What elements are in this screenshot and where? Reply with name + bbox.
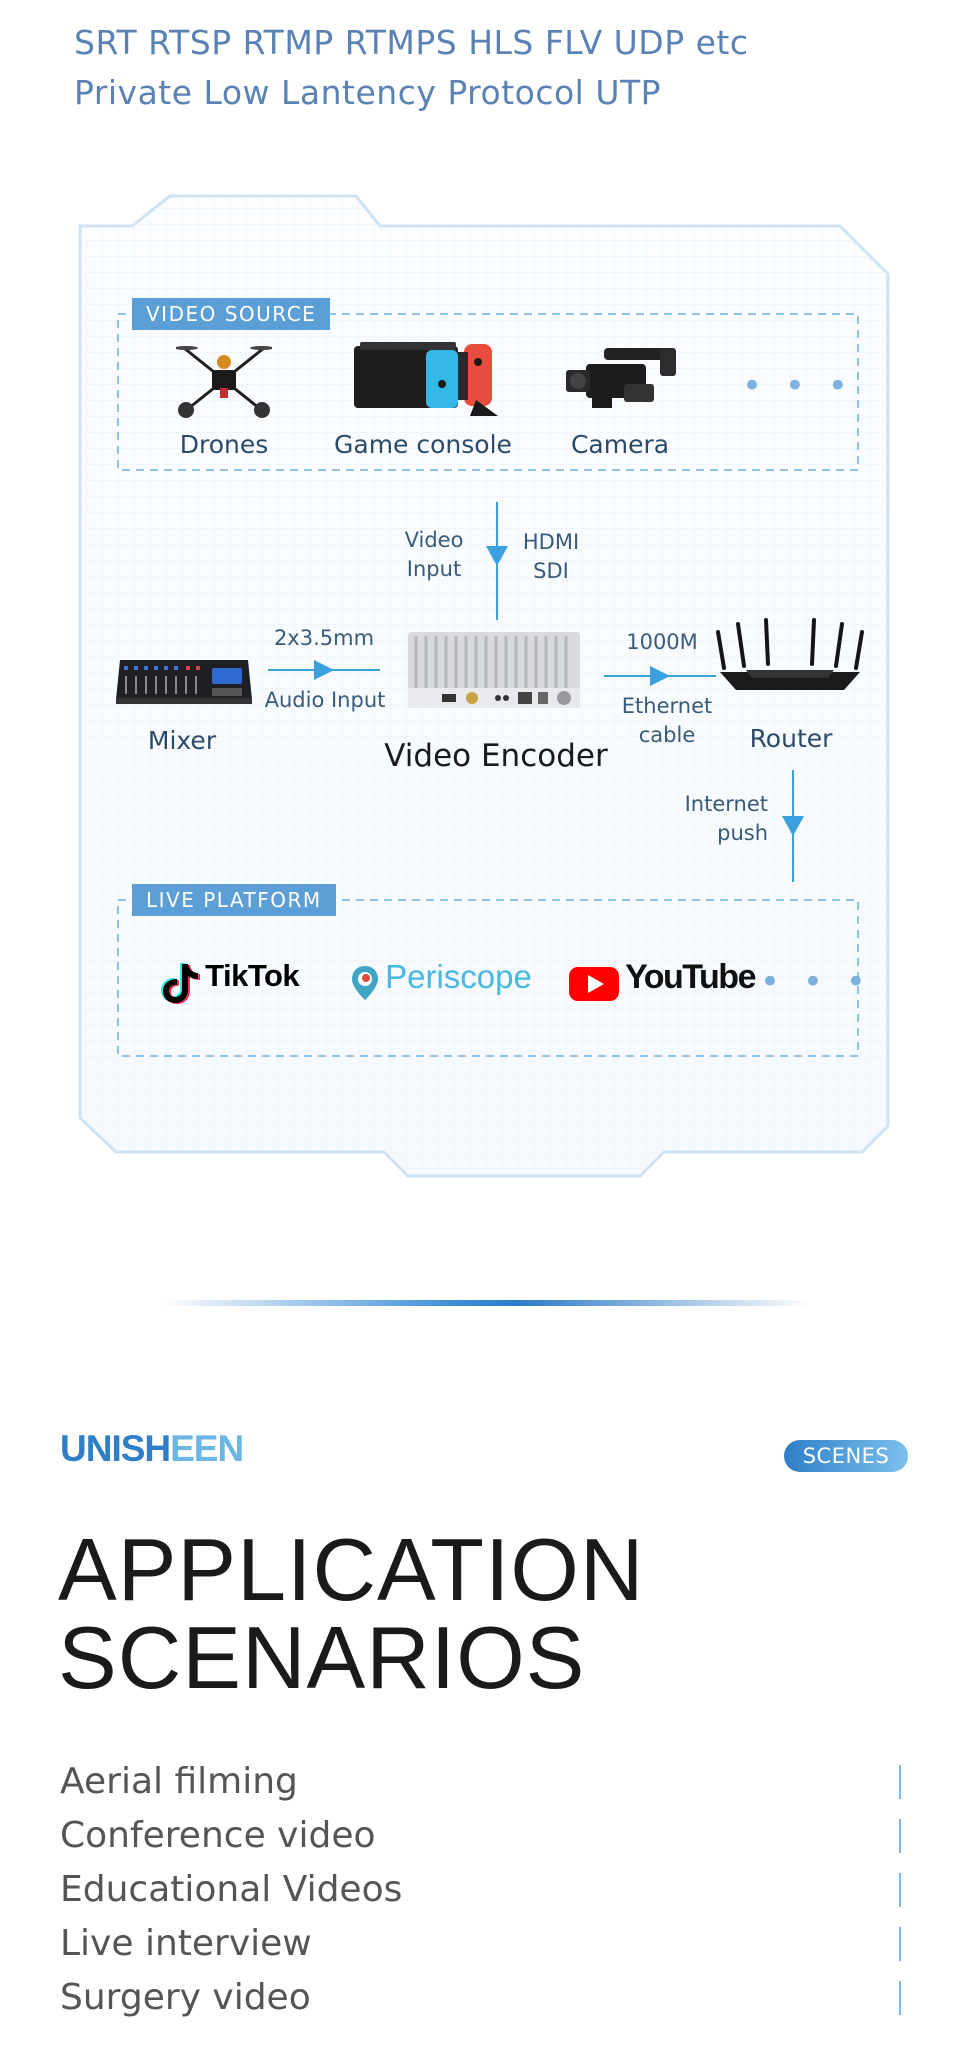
tiktok-logo-icon bbox=[161, 962, 200, 1004]
ethernet-cable-label: Ethernet cable bbox=[621, 694, 713, 747]
page-title: APPLICATION SCENARIOS bbox=[58, 1526, 644, 1702]
list-item: Conference video bbox=[60, 1809, 910, 1863]
drones-label: Drones bbox=[179, 430, 269, 459]
scenario-marker bbox=[899, 1873, 901, 1907]
video-source-box bbox=[117, 313, 859, 471]
scenario-label: Educational Videos bbox=[60, 1869, 403, 1910]
mixer-icon bbox=[116, 650, 252, 710]
youtube-name: YouTube bbox=[625, 958, 756, 996]
scenario-label: Aerial filming bbox=[60, 1761, 298, 1802]
scenario-marker bbox=[899, 1765, 901, 1799]
audio-arrow-icon bbox=[268, 660, 380, 680]
periscope-name: Periscope bbox=[385, 958, 532, 995]
scenario-marker bbox=[899, 1819, 901, 1853]
hdmi-sdi-label: HDMI SDI bbox=[522, 530, 580, 583]
page-title-line-2: SCENARIOS bbox=[58, 1608, 586, 1707]
section-divider bbox=[160, 1300, 810, 1306]
list-item: Aerial filming bbox=[60, 1755, 910, 1809]
brand-logo-part2: EEN bbox=[170, 1428, 244, 1469]
router-icon bbox=[716, 618, 864, 706]
mixer-label: Mixer bbox=[147, 726, 217, 755]
protocol-line-1: SRT RTSP RTMP RTMPS HLS FLV UDP etc bbox=[74, 23, 749, 62]
list-item: Live interview bbox=[60, 1917, 910, 1971]
scenario-label: Surgery video bbox=[60, 1977, 311, 2018]
router-label: Router bbox=[749, 724, 833, 753]
protocol-line-2: Private Low Lantency Protocol UTP bbox=[74, 73, 662, 112]
camera-icon bbox=[564, 344, 680, 418]
audio-jack-label: 2x3.5mm bbox=[273, 626, 375, 650]
brand-logo: UNISHEEN bbox=[60, 1428, 244, 1470]
video-encoder-icon bbox=[406, 628, 582, 716]
live-platform-tag: LIVE PLATFORM bbox=[132, 884, 336, 916]
scenario-marker bbox=[899, 1927, 901, 1961]
camera-label: Camera bbox=[570, 430, 670, 459]
scenes-badge: SCENES bbox=[784, 1440, 908, 1472]
video-input-label: Video Input bbox=[404, 528, 464, 581]
scenario-list: Aerial filming Conference video Educatio… bbox=[60, 1755, 910, 2025]
push-arrow-icon bbox=[782, 770, 804, 882]
tiktok-name: TikTok bbox=[205, 958, 300, 993]
more-sources-icon: • • • bbox=[742, 366, 854, 406]
video-encoder-label: Video Encoder bbox=[384, 738, 608, 774]
input-arrow-icon bbox=[486, 502, 508, 620]
live-platform-box bbox=[117, 899, 859, 1057]
list-item: Surgery video bbox=[60, 1971, 910, 2025]
audio-input-label: Audio Input bbox=[264, 688, 386, 712]
scenario-marker bbox=[899, 1981, 901, 2015]
bandwidth-label: 1000M bbox=[626, 630, 698, 654]
tiktok-logo: TikTok bbox=[160, 958, 300, 1004]
game-console-label: Game console bbox=[334, 430, 512, 459]
page-title-line-1: APPLICATION bbox=[58, 1520, 645, 1619]
scenario-label: Conference video bbox=[60, 1815, 376, 1856]
periscope-logo: Periscope bbox=[350, 958, 532, 1004]
periscope-logo-icon bbox=[352, 965, 378, 1000]
youtube-logo: YouTube bbox=[568, 958, 756, 1003]
brand-logo-part1: UNISH bbox=[60, 1428, 171, 1469]
more-platforms-icon: • • • bbox=[760, 962, 872, 1002]
list-item: Educational Videos bbox=[60, 1863, 910, 1917]
game-console-icon bbox=[352, 340, 500, 420]
video-source-tag: VIDEO SOURCE bbox=[132, 298, 331, 330]
drone-icon bbox=[174, 340, 274, 424]
internet-push-label: Internet push bbox=[684, 792, 768, 845]
scenario-label: Live interview bbox=[60, 1923, 312, 1964]
ethernet-arrow-icon bbox=[604, 666, 716, 686]
youtube-logo-icon bbox=[569, 966, 619, 1001]
protocol-list: SRT RTSP RTMP RTMPS HLS FLV UDP etc Priv… bbox=[74, 18, 894, 118]
